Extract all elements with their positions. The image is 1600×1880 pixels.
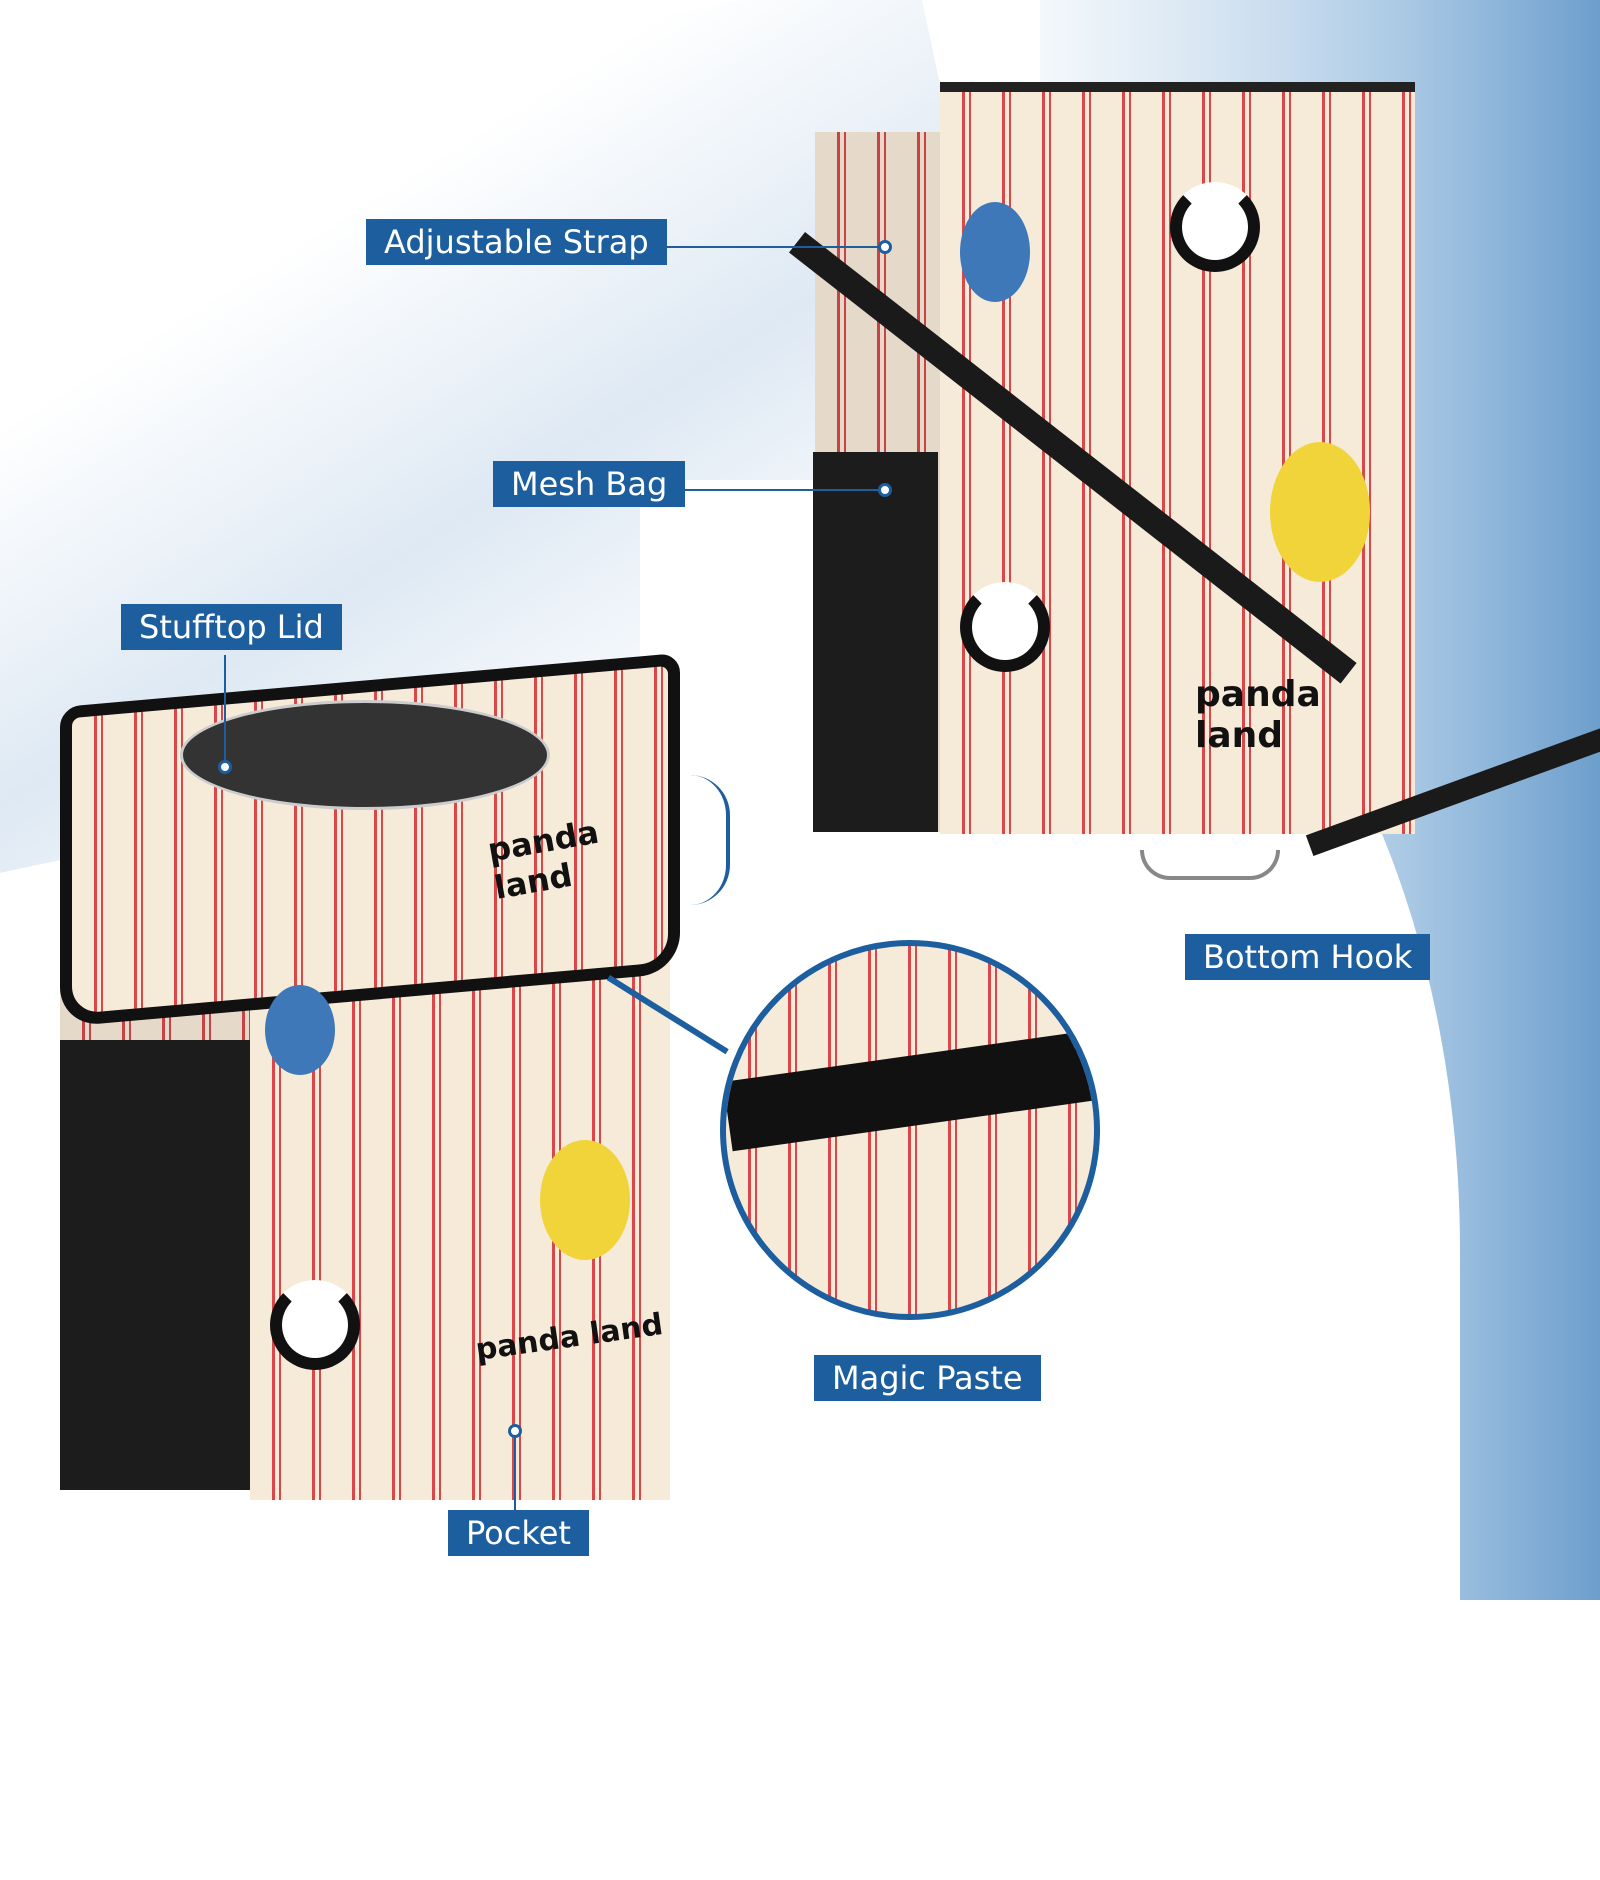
panda-print bbox=[270, 1280, 360, 1370]
callout-line bbox=[514, 1432, 516, 1512]
velcro-strip bbox=[726, 1030, 1094, 1152]
callout-dot bbox=[878, 483, 892, 497]
callout-line bbox=[224, 655, 226, 765]
arrow-up-icon bbox=[690, 775, 730, 905]
callout-dot bbox=[878, 240, 892, 254]
brand-print: panda land bbox=[1195, 674, 1321, 756]
stufftop-opening bbox=[180, 700, 550, 810]
yellow-dot bbox=[540, 1140, 630, 1260]
hook-icon bbox=[1140, 850, 1280, 880]
mesh-pocket bbox=[60, 1040, 250, 1490]
callout-stufftop-lid: Stufftop Lid bbox=[121, 604, 342, 650]
callout-adjustable-strap: Adjustable Strap bbox=[366, 219, 667, 265]
blue-dot bbox=[960, 202, 1030, 302]
panda-print bbox=[1170, 182, 1260, 272]
callout-line bbox=[665, 489, 885, 491]
magic-paste-detail bbox=[720, 940, 1100, 1320]
callout-pocket: Pocket bbox=[448, 1510, 589, 1556]
callout-magic-paste: Magic Paste bbox=[814, 1355, 1041, 1401]
yellow-dot bbox=[1270, 442, 1370, 582]
callout-bottom-hook: Bottom Hook bbox=[1185, 934, 1431, 980]
bag-back-view: panda land bbox=[788, 82, 1415, 834]
blue-dot bbox=[265, 985, 335, 1075]
callout-line bbox=[665, 246, 885, 248]
mesh-pocket bbox=[813, 452, 938, 832]
panda-print bbox=[960, 582, 1050, 672]
bag-front-view: panda land panda land bbox=[60, 652, 680, 1500]
callout-dot bbox=[508, 1424, 522, 1438]
callout-mesh-bag: Mesh Bag bbox=[493, 461, 686, 507]
callout-dot bbox=[218, 760, 232, 774]
